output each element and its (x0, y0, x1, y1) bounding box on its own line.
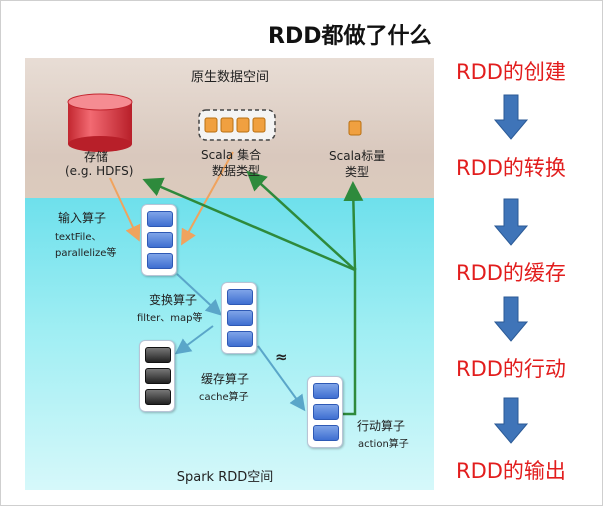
output-to-collection-arrow (246, 170, 356, 271)
input-from-storage-arrow (109, 177, 141, 242)
scala-scalar-label-1: Scala标量 (329, 149, 386, 163)
cache-op-detail: cache算子 (199, 392, 249, 403)
action-rdd-stack (307, 376, 343, 448)
transform-to-action-arrow (257, 345, 306, 412)
diagram-canvas (67, 93, 364, 416)
rdd-partition-block (227, 331, 253, 347)
output-to-scalar-arrow (343, 181, 364, 271)
output-to-storage-arrow (142, 177, 356, 272)
input-from-collection-arrow (181, 151, 234, 246)
action-op-detail: action算子 (358, 439, 409, 450)
transform-op-detail: filter、map等 (137, 313, 203, 324)
rdd-partition-block (147, 232, 173, 248)
native-space-label: 原生数据空间 (190, 70, 269, 85)
transform-op-label: 变换算子 (149, 293, 198, 307)
action-output-trunk (343, 268, 357, 416)
input-rdd-stack (141, 204, 177, 276)
rdd-partition-block (227, 310, 253, 326)
rdd-partition-block (313, 404, 339, 420)
rdd-partition-block (313, 425, 339, 441)
approx-symbol: ≈ (275, 348, 288, 366)
storage-label: 存储 (84, 150, 109, 164)
rdd-partition-block (147, 253, 173, 269)
storage-cylinder-icon (67, 93, 133, 152)
cache-op-label: 缓存算子 (201, 372, 250, 386)
scala-collection-label-2: 数据类型 (212, 164, 261, 178)
input-op-detail-1: textFile、 (55, 232, 102, 243)
rdd-partition-block (227, 289, 253, 305)
stage-label-cache: RDD的缓存 (456, 261, 566, 285)
transform-rdd-stack (221, 282, 257, 354)
cached-partition-block (145, 347, 171, 363)
stage-label-transform: RDD的转换 (456, 156, 566, 180)
transform-to-cache-arrow (174, 325, 214, 355)
input-op-label: 输入算子 (58, 211, 107, 225)
action-op-label: 行动算子 (357, 419, 406, 433)
scala-collection-icon (198, 109, 276, 141)
storage-example-label: (e.g. HDFS) (65, 164, 134, 178)
rdd-partition-block (147, 211, 173, 227)
stage-label-output: RDD的输出 (456, 459, 566, 483)
cache-rdd-stack (139, 340, 175, 412)
slide-title: RDD都做了什么 (268, 24, 432, 49)
stage-label-create: RDD的创建 (456, 60, 566, 84)
scala-collection-label-1: Scala 集合 (201, 148, 262, 162)
scala-scalar-label-2: 类型 (345, 165, 370, 179)
scala-scalar-icon (348, 120, 362, 136)
diagram-panel: 原生数据空间 存储 (e.g. HDFS) Scala 集合 数据类型 Scal… (25, 58, 434, 490)
input-op-detail-2: parallelize等 (55, 248, 117, 259)
rdd-partition-block (313, 383, 339, 399)
spark-space-label: Spark RDD空间 (176, 470, 274, 485)
stage-label-action: RDD的行动 (456, 357, 566, 381)
cached-partition-block (145, 368, 171, 384)
input-to-transform-arrow (176, 273, 222, 316)
cached-partition-block (145, 389, 171, 405)
